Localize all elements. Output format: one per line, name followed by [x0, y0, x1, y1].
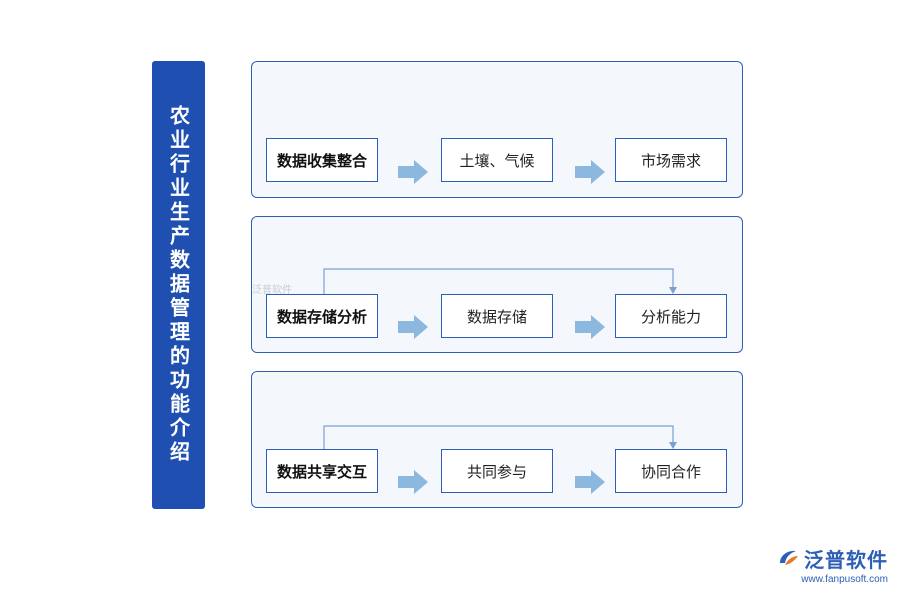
- sidebar-title-bar: 农业行业生产数据管理的功能介绍: [152, 61, 205, 509]
- step-box-analysis: 分析能力: [615, 294, 727, 338]
- brand-logo: 泛普软件 www.fanpusoft.com: [776, 544, 888, 585]
- right-arrow-icon: [398, 160, 428, 184]
- step-box-participation: 共同参与: [441, 449, 553, 493]
- right-arrow-icon: [575, 160, 605, 184]
- logo-url: www.fanpusoft.com: [801, 574, 888, 585]
- watermark: 泛普软件: [252, 285, 292, 296]
- panel-data-sharing: 数据共享交互 共同参与 协同合作: [251, 371, 743, 508]
- panel-data-storage: 泛普软件 数据存储分析 数据存储 分析能力: [251, 216, 743, 353]
- right-arrow-icon: [398, 470, 428, 494]
- step-box-market-demand: 市场需求: [615, 138, 727, 182]
- step-box-soil-climate: 土壤、气候: [441, 138, 553, 182]
- step-box-data-storage: 数据存储: [441, 294, 553, 338]
- logo-name: 泛普软件: [804, 548, 888, 572]
- right-arrow-icon: [398, 315, 428, 339]
- main-box-storage: 数据存储分析: [266, 294, 378, 338]
- logo-icon: [780, 550, 798, 565]
- panel-data-collection: 数据收集整合 土壤、气候 市场需求: [251, 61, 743, 198]
- right-arrow-icon: [575, 470, 605, 494]
- main-box-collection: 数据收集整合: [266, 138, 378, 182]
- main-box-sharing: 数据共享交互: [266, 449, 378, 493]
- sidebar-title: 农业行业生产数据管理的功能介绍: [166, 105, 191, 465]
- step-box-collaboration: 协同合作: [615, 449, 727, 493]
- right-arrow-icon: [575, 315, 605, 339]
